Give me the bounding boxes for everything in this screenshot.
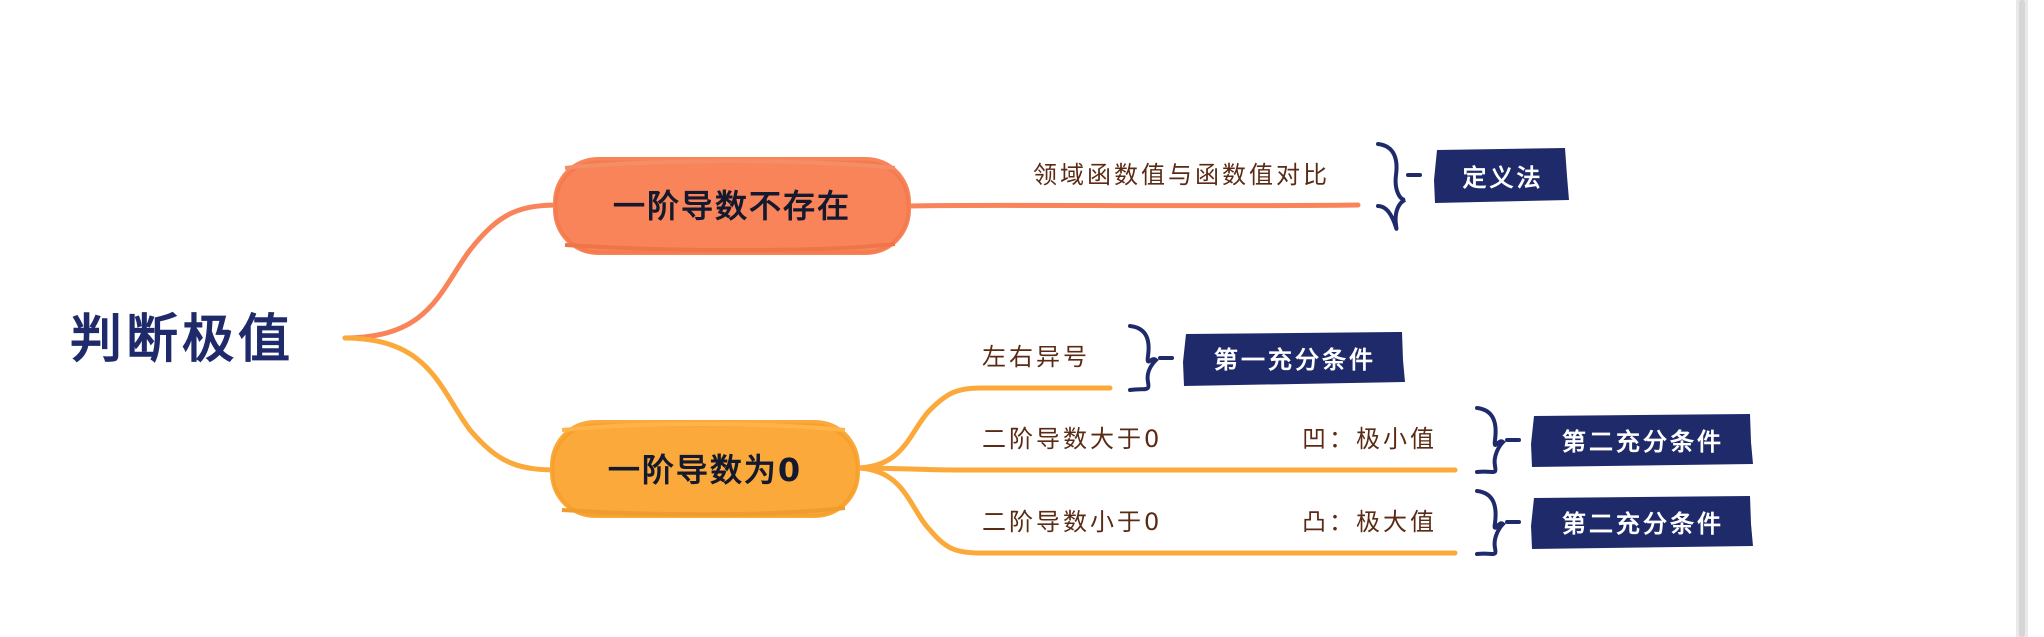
connector-root-branch2 [342,335,563,473]
leaf-label-1-1[interactable]: 领域函数值与函数值对比 [1033,161,1330,189]
connector-branch2-leaf2 [852,465,1458,473]
connector-branch1-leaf1 [902,202,1361,209]
tag-label-2-3: 第二充分条件 [1562,510,1724,538]
root-topic[interactable]: 判断极值 [70,310,294,370]
bracket-2-2 [1475,406,1521,474]
connector-root-branch1 [342,202,563,341]
connector-branch2-leaf3 [852,465,1458,556]
branch-label-1: 一阶导数不存在 [613,187,851,225]
branch-node-1[interactable]: 一阶导数不存在 [553,157,911,255]
tag-1-1[interactable]: 定义法 [1434,148,1569,203]
leaf-label-2-2[interactable]: 二阶导数大于0 [982,425,1162,453]
leaf-result-2-2[interactable]: 凹：极小值 [1302,425,1437,453]
bracket-2-1 [1128,324,1174,392]
connector-branch2-leaf1 [852,385,1113,471]
tag-label-2-1: 第一充分条件 [1214,346,1376,374]
scrollbar-thumb[interactable] [2019,0,2025,637]
tag-label-2-2: 第二充分条件 [1562,428,1724,456]
bracket-1-1 [1376,142,1422,231]
tag-2-2[interactable]: 第二充分条件 [1531,414,1753,467]
bracket-2-3 [1475,489,1521,556]
branch-label-2: 一阶导数为0 [608,451,802,489]
tag-2-1[interactable]: 第一充分条件 [1183,332,1405,386]
tag-label-1-1: 定义法 [1463,164,1544,192]
leaf-label-2-1[interactable]: 左右异号 [982,343,1090,371]
tag-2-3[interactable]: 第二充分条件 [1531,496,1753,549]
leaf-result-2-3[interactable]: 凸：极大值 [1302,508,1437,536]
leaf-label-2-3[interactable]: 二阶导数小于0 [982,508,1162,536]
branch-node-2[interactable]: 一阶导数为0 [550,420,860,518]
